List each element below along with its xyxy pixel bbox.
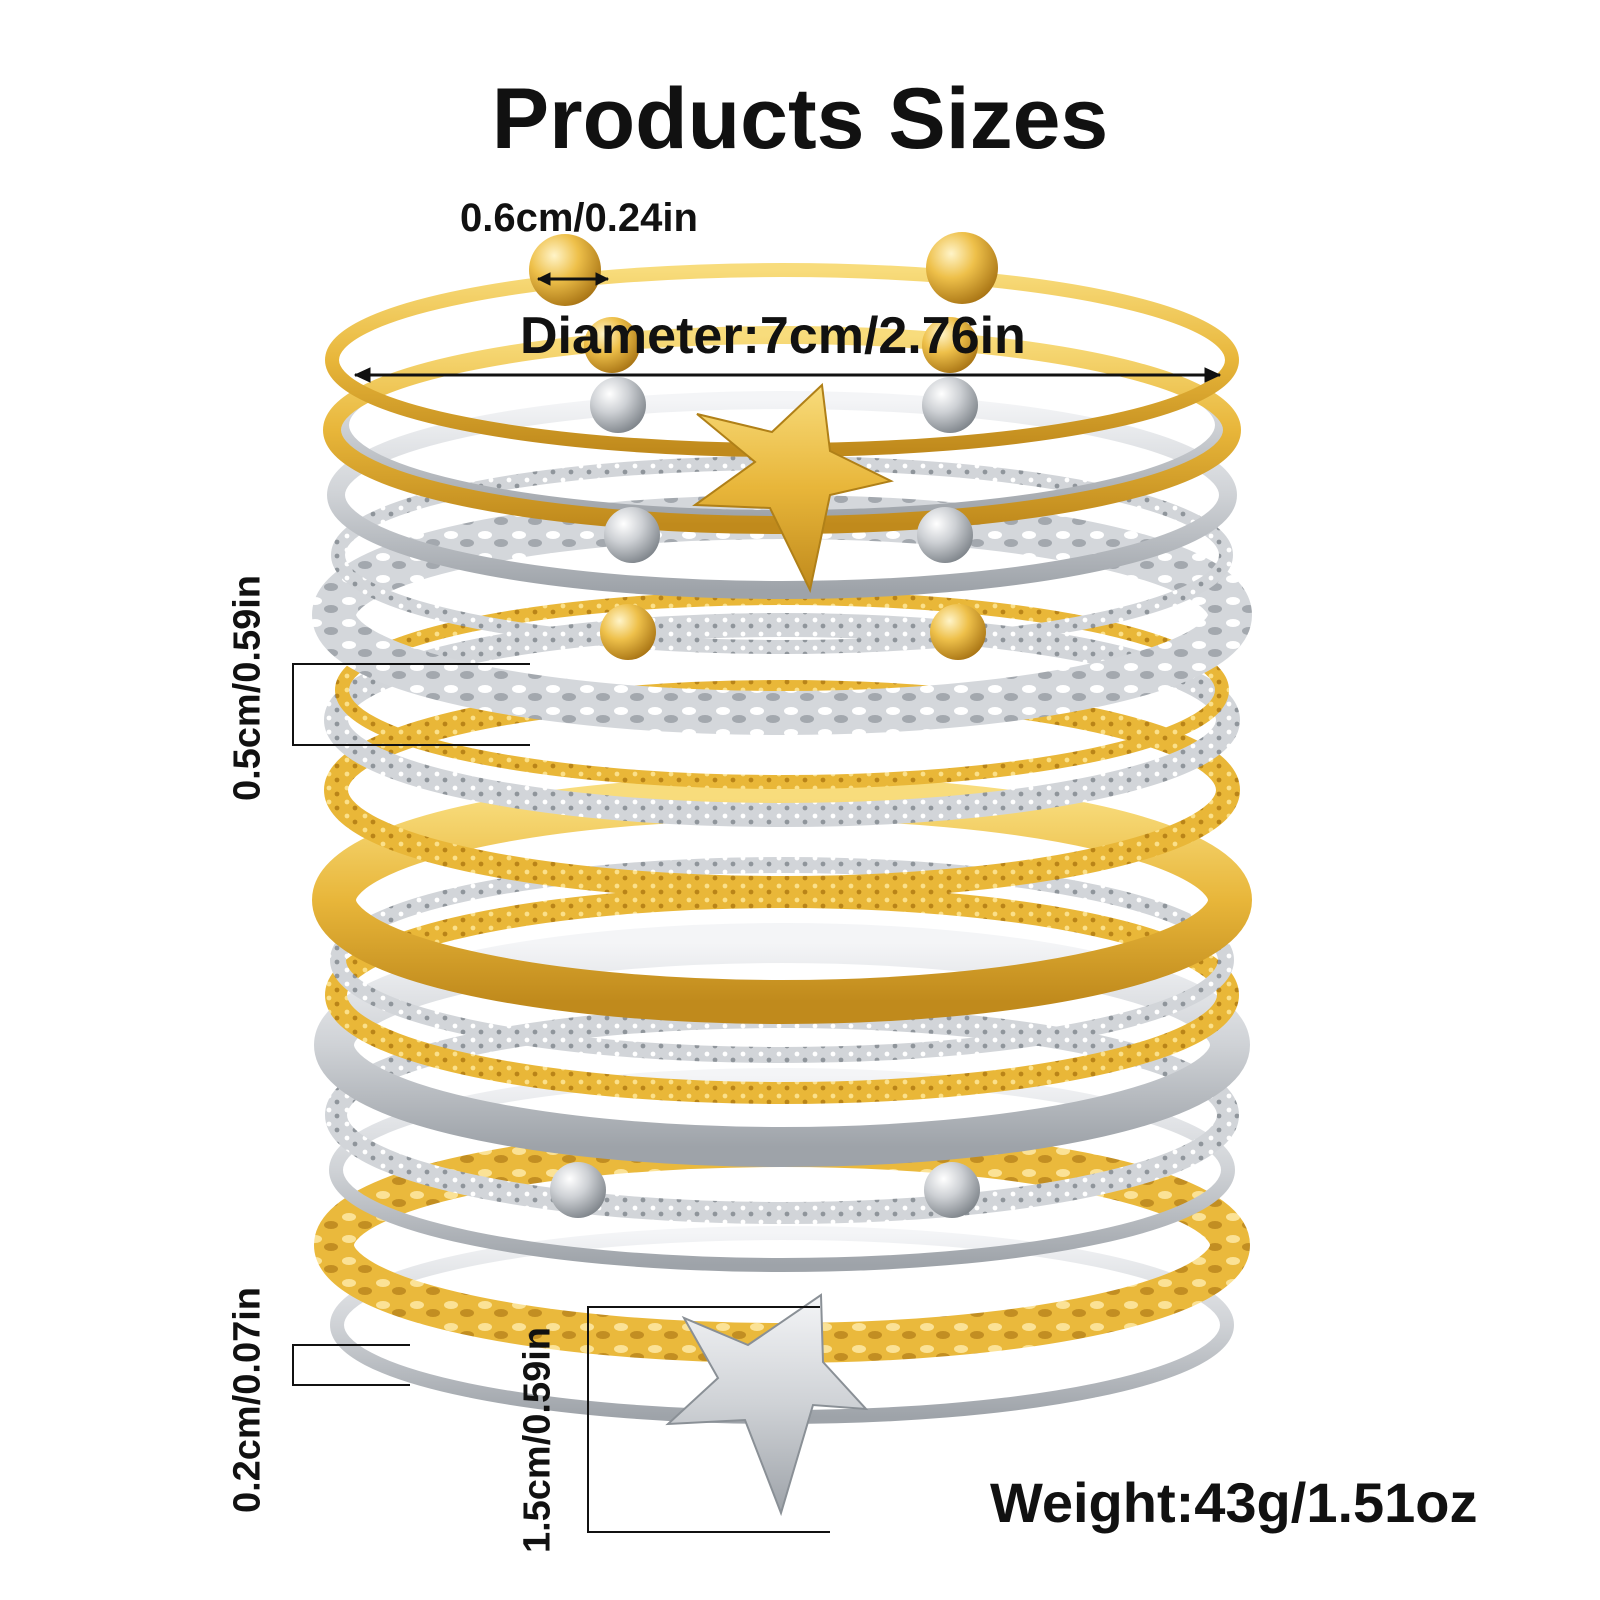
ball-ends: [529, 232, 998, 1218]
silver-ball-end: [924, 1162, 980, 1218]
gold-star-charm: [692, 382, 894, 594]
bangle-12-silver-plain-wide: [314, 923, 1250, 1167]
arrowhead-icon: [536, 272, 551, 286]
bangle-09-gold-plain-wide: [312, 776, 1252, 1024]
silver-ball-end: [917, 507, 973, 563]
gold-ball-end: [584, 317, 640, 373]
page-title: Products Sizes: [491, 71, 1109, 167]
silver-ball-end: [604, 507, 660, 563]
arrowhead-icon: [595, 272, 610, 286]
gold-ball-end: [600, 604, 656, 660]
wide-band-width-label: 0.5cm/0.59in: [226, 574, 269, 802]
silver-star-charm: [665, 1293, 869, 1517]
arrowhead-icon: [1204, 367, 1222, 383]
silver-ball-end: [922, 377, 978, 433]
gold-ball-end: [529, 234, 601, 306]
bangle-03-silver-plain: [327, 391, 1237, 599]
thin-band-width-label: 0.2cm/0.07in: [226, 1286, 269, 1514]
silver-ball-end: [550, 1162, 606, 1218]
thin-band-bracket: [292, 1344, 410, 1386]
gold-ball-end: [926, 232, 998, 304]
diameter-label: Diameter:7cm/2.76in: [520, 307, 1026, 365]
gold-ball-end: [930, 604, 986, 660]
arrowhead-icon: [353, 367, 371, 383]
wide-band-bracket: [292, 663, 530, 746]
bangle-07-silver-textured: [324, 613, 1240, 827]
star-size-bracket: [587, 1306, 830, 1533]
measurement-guides: [292, 272, 1222, 1533]
bangle-14-silver-cuff: [329, 1068, 1235, 1272]
silver-ball-end: [590, 377, 646, 433]
star-size-label: 1.5cm/0.59in: [516, 1326, 559, 1554]
gold-ball-end: [922, 317, 978, 373]
weight-label: Weight:43g/1.51oz: [990, 1471, 1478, 1534]
ball-size-label: 0.6cm/0.24in: [460, 196, 698, 240]
bangle-10-silver-textured: [330, 857, 1234, 1063]
